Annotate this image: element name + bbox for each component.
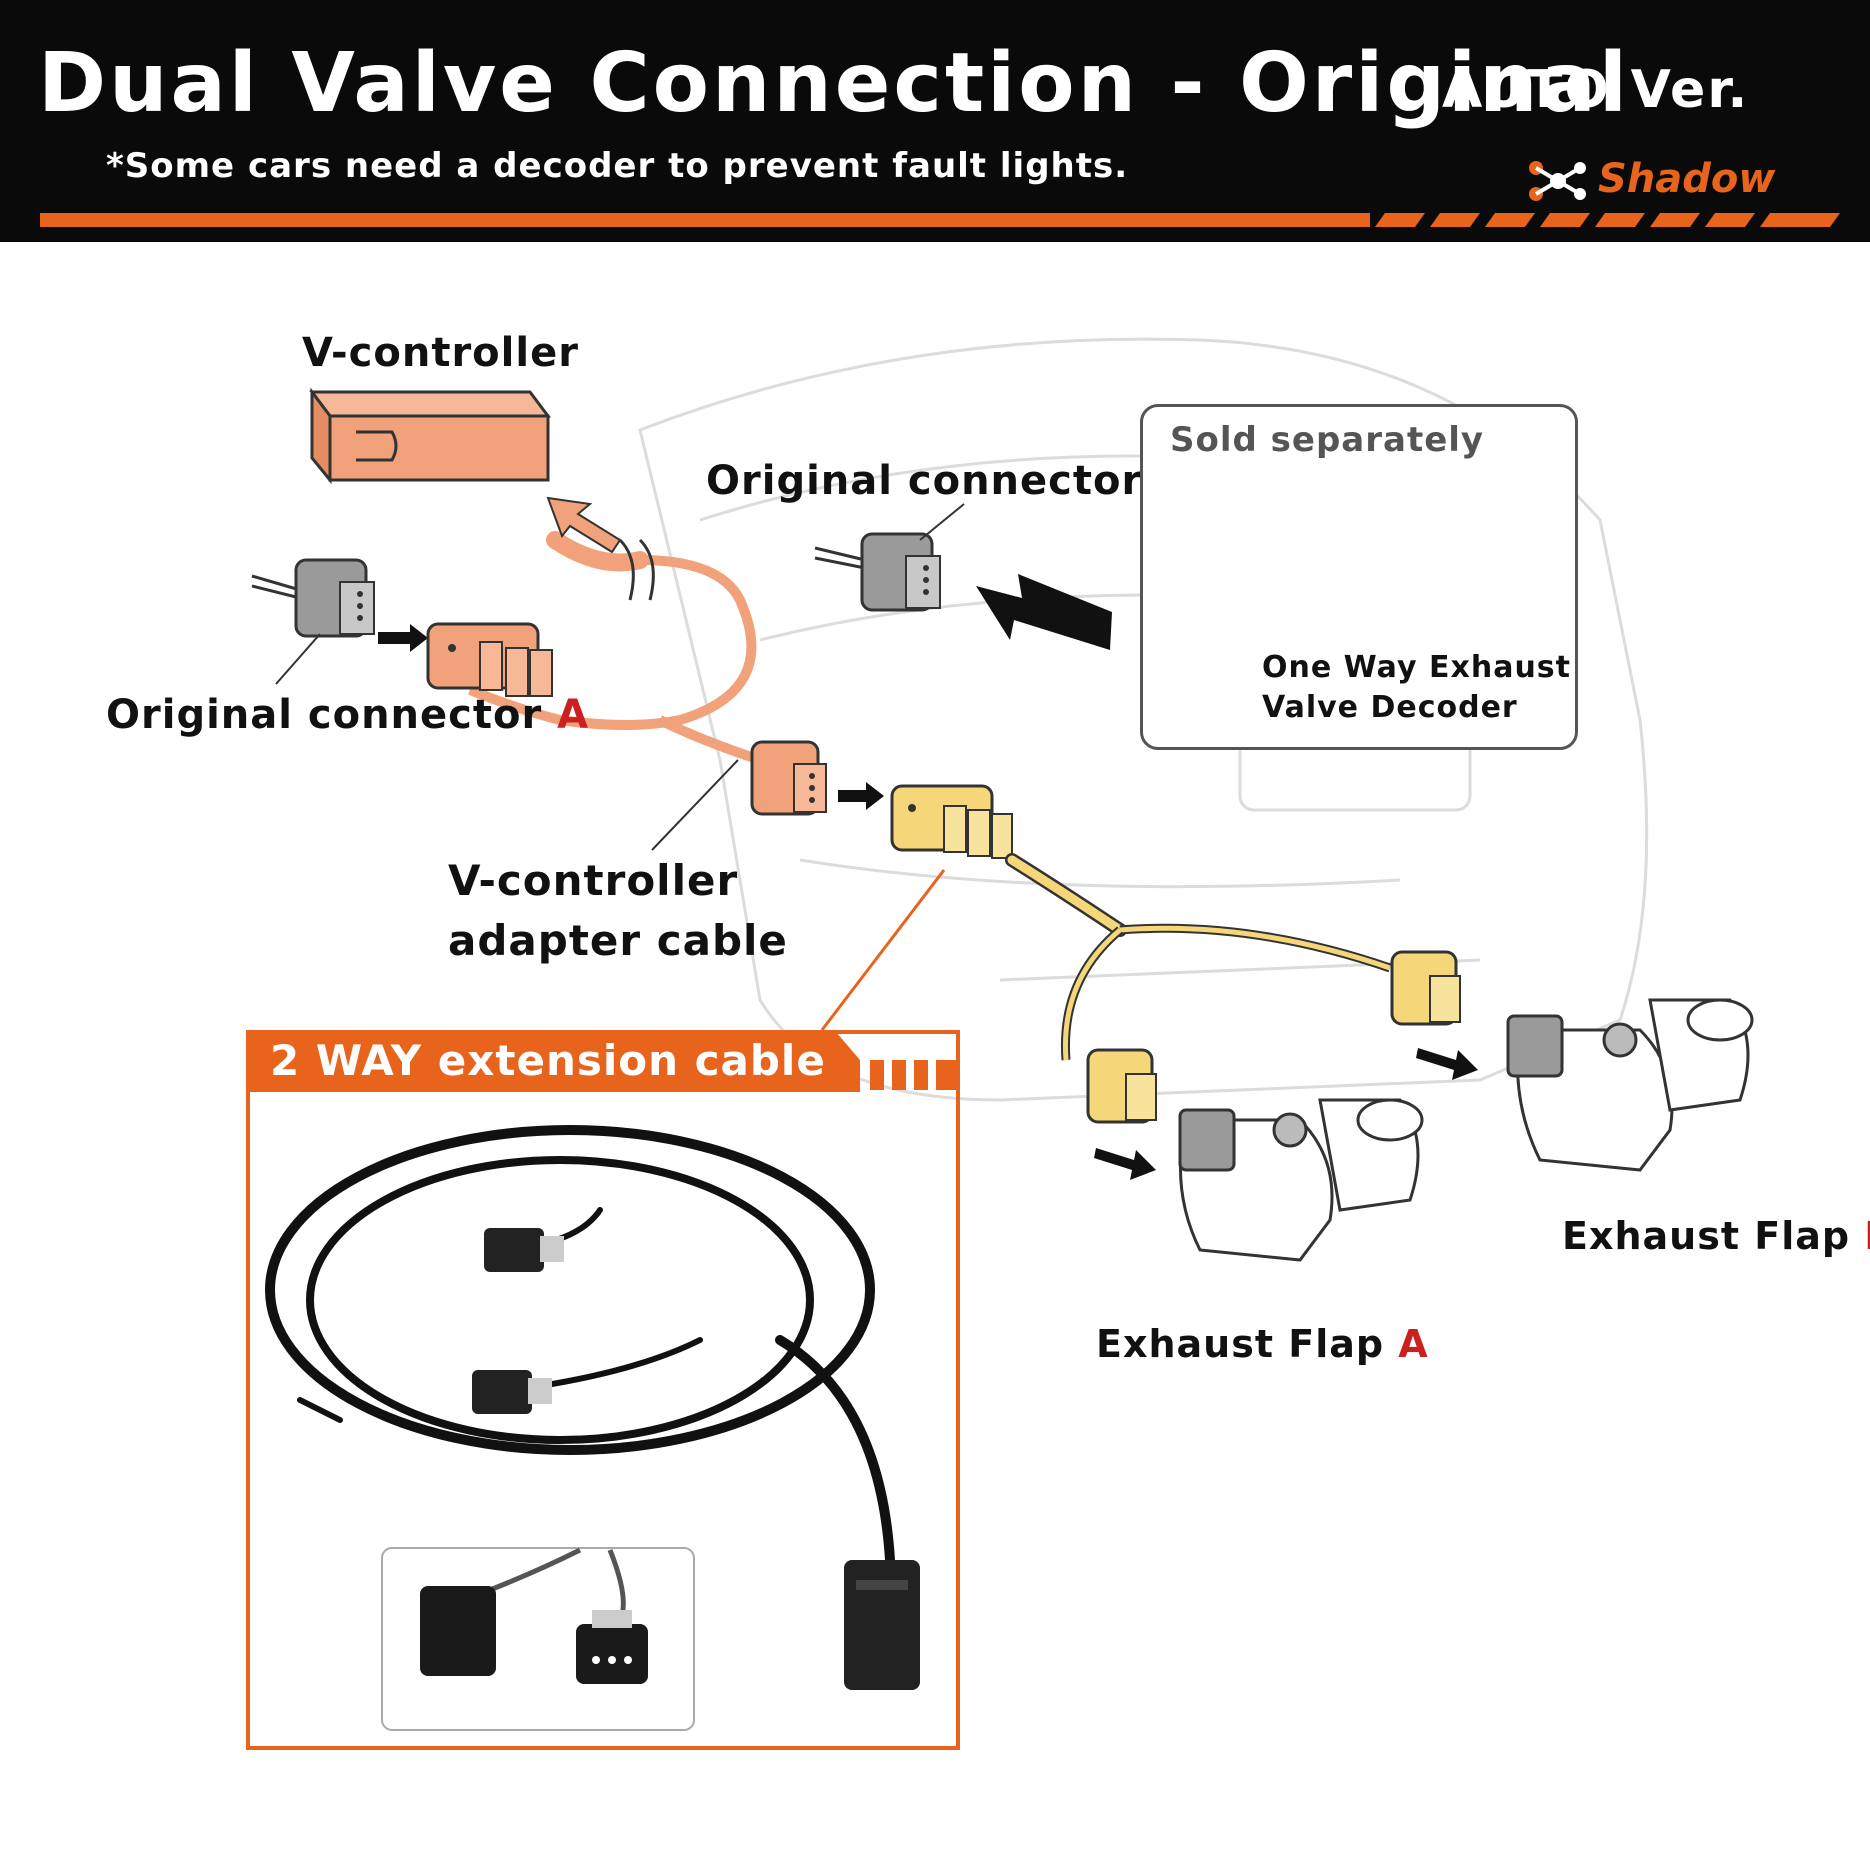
header-stripe xyxy=(40,213,1840,227)
inset-connectors xyxy=(420,1547,648,1684)
sold-separately-title: Sold separately xyxy=(1170,420,1485,460)
adapter-socket-salmon xyxy=(651,740,827,851)
page-title: Dual Valve Connection - Original xyxy=(38,36,1630,131)
adapter-connector-salmon xyxy=(426,622,553,697)
decoder-product-name: One Way Exhaust Valve Decoder xyxy=(1262,648,1571,728)
original-connector-a-label: Original connector A xyxy=(106,692,589,738)
adapter-cable-label-line2: adapter cable xyxy=(448,916,788,965)
brand-logo-icon xyxy=(1529,161,1586,201)
extension-cable-title: 2 WAY extension cable xyxy=(270,1036,826,1085)
exhaust-flap-a-text: Exhaust Flap xyxy=(1096,1322,1385,1366)
original-connector-a xyxy=(251,558,375,685)
sold-separately-box xyxy=(1140,404,1578,750)
extension-frame xyxy=(246,1030,960,1750)
exhaust-flap-a xyxy=(1178,1098,1424,1262)
exhaust-flap-b xyxy=(1506,998,1754,1172)
original-connector-a-mark: A xyxy=(557,692,590,738)
extension-cable-photo xyxy=(265,1125,895,1565)
v-controller-box xyxy=(309,387,551,485)
header-bar xyxy=(0,0,1870,242)
original-connector-b xyxy=(814,503,965,612)
controller-cable xyxy=(468,531,762,765)
decoder-name-line1: One Way Exhaust xyxy=(1262,650,1571,685)
exhaust-flap-b-mark: B xyxy=(1864,1214,1870,1258)
original-connector-b-label: Original connector B xyxy=(706,458,1189,504)
v-controller-label: V-controller xyxy=(302,330,579,376)
extension-connectors xyxy=(472,1228,920,1690)
edition-label: AUTO Ver. xyxy=(1442,60,1750,120)
brand-name: Shadow xyxy=(1598,156,1776,202)
exhaust-flap-b-text: Exhaust Flap xyxy=(1562,1214,1851,1258)
original-connector-a-text: Original connector xyxy=(106,692,543,738)
exhaust-flap-a-mark: A xyxy=(1398,1322,1429,1366)
decoder-arrow xyxy=(976,574,1112,650)
exhaust-flap-a-label: Exhaust Flap A xyxy=(1096,1322,1429,1366)
decoder-name-line2: Valve Decoder xyxy=(1262,690,1518,725)
decoder-note: *Some cars need a decoder to prevent fau… xyxy=(106,146,1129,186)
adapter-cable-label-line1: V-controller xyxy=(448,856,739,905)
extension-cable-yellow xyxy=(820,784,1461,1124)
exhaust-flap-b-label: Exhaust Flap B xyxy=(1562,1214,1870,1258)
original-connector-b-text: Original connector xyxy=(706,458,1143,504)
